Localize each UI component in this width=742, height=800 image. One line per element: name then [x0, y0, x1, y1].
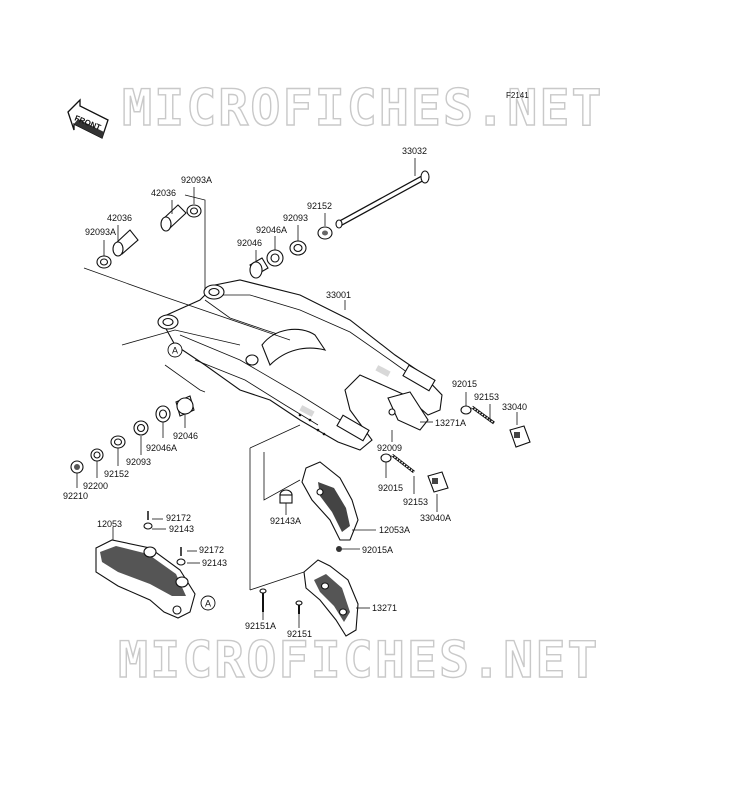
label-92151: 92151 — [287, 629, 312, 639]
label-92046A-top: 92046A — [256, 225, 287, 235]
label-33040A: 33040A — [420, 513, 451, 523]
label-92046-top: 92046 — [237, 238, 262, 248]
label-92093A-top: 92093A — [181, 175, 212, 185]
label-92046-low: 92046 — [173, 431, 198, 441]
svg-text:A: A — [172, 346, 178, 356]
leader-lines — [76, 158, 518, 628]
label-42036-top: 42036 — [151, 188, 176, 198]
chain-guide-12053A — [279, 461, 359, 552]
label-92152-top: 92152 — [307, 201, 332, 211]
label-92143A: 92143A — [270, 516, 301, 526]
top-bearing-stack — [96, 204, 333, 279]
label-92015-mid: 92015 — [378, 483, 403, 493]
label-92200: 92200 — [83, 481, 108, 491]
label-92143-b: 92143 — [202, 558, 227, 568]
watermark-top: MICROFICHES.NET — [122, 79, 604, 137]
label-92153-right: 92153 — [474, 392, 499, 402]
label-12053: 12053 — [97, 519, 122, 529]
swingarm-33001 — [157, 279, 443, 451]
label-92093-top: 92093 — [283, 213, 308, 223]
label-12053A: 12053A — [379, 525, 410, 535]
label-92151A: 92151A — [245, 621, 276, 631]
label-92172-b: 92172 — [199, 545, 224, 555]
chain-guide-13271 — [259, 559, 359, 637]
label-33001: 33001 — [326, 290, 351, 300]
part-labels: 33032 92152 92093 92046A 92046 92093A 42… — [63, 146, 527, 639]
label-92210: 92210 — [63, 491, 88, 501]
lower-bearing-stack — [70, 395, 195, 474]
label-13271: 13271 — [372, 603, 397, 613]
chain-slider-12053 — [95, 511, 196, 619]
front-arrow-icon: FRONT — [67, 98, 109, 139]
label-92172-a: 92172 — [166, 513, 191, 523]
label-92152-low: 92152 — [104, 469, 129, 479]
ref-callout-a-upper: A — [167, 342, 183, 358]
label-92093-low: 92093 — [126, 457, 151, 467]
diagram-code: F2141 — [506, 91, 529, 100]
label-33032: 33032 — [402, 146, 427, 156]
label-92046A-low: 92046A — [146, 443, 177, 453]
label-92015-right: 92015 — [452, 379, 477, 389]
label-92009: 92009 — [377, 443, 402, 453]
chain-adjusters — [380, 391, 531, 493]
svg-text:A: A — [205, 599, 211, 609]
ref-callout-a-lower: A — [200, 595, 216, 611]
label-13271A: 13271A — [435, 418, 466, 428]
label-92143-a: 92143 — [169, 524, 194, 534]
pivot-shaft-33032 — [335, 170, 430, 229]
label-92015A: 92015A — [362, 545, 393, 555]
label-33040: 33040 — [502, 402, 527, 412]
label-42036-left: 42036 — [107, 213, 132, 223]
label-92093A-left: 92093A — [85, 227, 116, 237]
label-92153-mid: 92153 — [403, 497, 428, 507]
watermark-bottom: MICROFICHES.NET — [118, 631, 600, 689]
